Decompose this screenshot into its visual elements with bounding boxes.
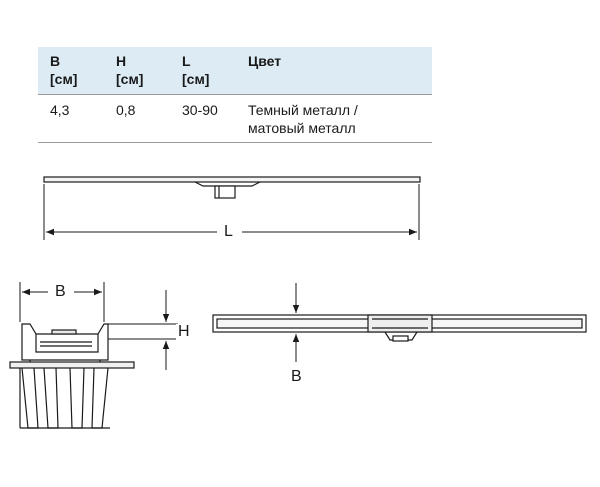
top-view-width-label: B — [289, 368, 304, 385]
value-h: 0,8 — [116, 102, 136, 118]
header-h-symbol: H — [116, 53, 127, 69]
spec-table-row: 4,3 0,8 30-90 Темный металл / матовый ме… — [38, 95, 432, 143]
value-b: 4,3 — [50, 102, 70, 118]
header-h-unit: [см] — [116, 71, 144, 87]
length-dimension — [43, 184, 420, 240]
channel-top-view — [212, 314, 587, 342]
header-b-symbol: B — [50, 53, 61, 69]
width-label: B — [53, 283, 68, 300]
spec-table-header: B [см] H [см] L [см] Цвет — [38, 47, 432, 95]
header-h: H [см] — [116, 52, 143, 88]
value-color: Темный металл / матовый металл — [248, 101, 358, 137]
value-l: 30-90 — [182, 102, 218, 118]
header-b-unit: [см] — [50, 71, 78, 87]
spec-table: B [см] H [см] L [см] Цвет 4,3 0,8 30-90 … — [38, 47, 432, 143]
height-label: H — [176, 323, 192, 340]
height-dimension — [108, 290, 178, 370]
value-color-line2: матовый металл — [248, 120, 356, 136]
header-l-unit: [см] — [182, 71, 210, 87]
header-color-label: Цвет — [248, 53, 282, 69]
header-color: Цвет — [248, 52, 281, 70]
cross-section-view — [9, 323, 135, 429]
header-b: B [см] — [50, 52, 77, 88]
channel-side-view — [43, 176, 421, 199]
length-label: L — [222, 223, 235, 240]
value-color-line1: Темный металл / — [248, 102, 358, 118]
header-l: L [см] — [182, 52, 209, 88]
width-dimension — [19, 282, 105, 322]
header-l-symbol: L — [182, 53, 191, 69]
